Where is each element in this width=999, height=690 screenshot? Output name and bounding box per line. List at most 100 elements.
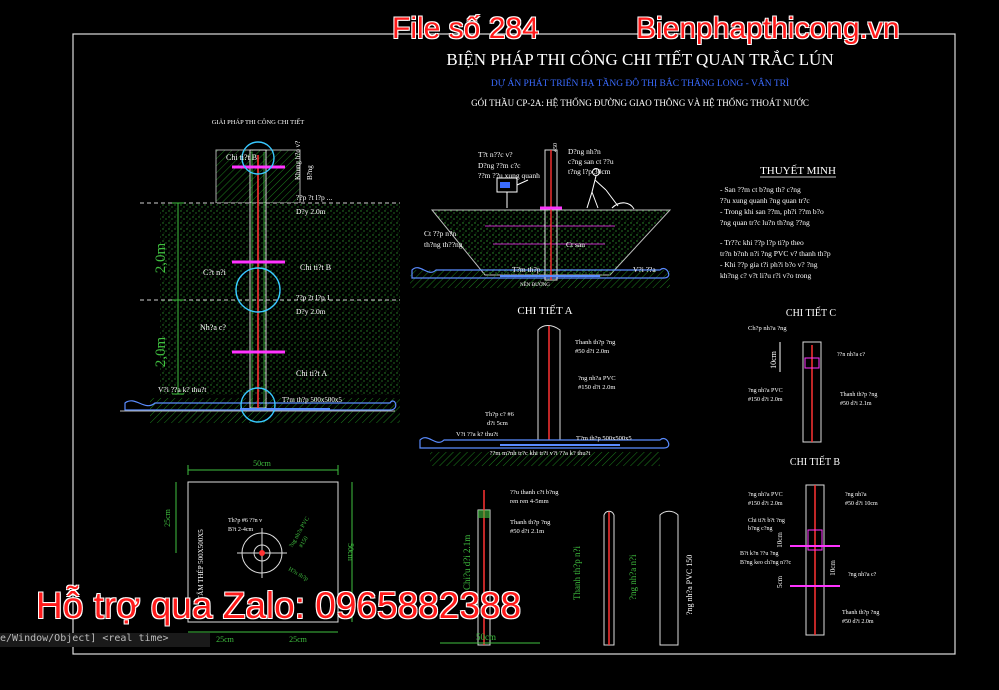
notes-line-2: - Trong khi san ??m, ph?i ??m b?o	[720, 207, 824, 216]
detail-a-label-4: #150 d?i 2.0m	[578, 384, 615, 391]
detail-a-label-8: T?m th?p 500x500x5	[576, 435, 632, 442]
worker-figure	[586, 168, 635, 210]
pipe-elevations: 50cm ??u thanh c?t b?ng ren ren 4-5mm Th…	[440, 489, 694, 646]
elev-label-chieu: Chi?u d?i 2.1m	[462, 535, 472, 590]
detail-a-marker	[240, 387, 276, 423]
elev-dim-bottom: 50cm	[476, 632, 496, 642]
label-tram-2: c?ng san ct ??u	[568, 157, 614, 166]
label-cap-noi: C?t n?i	[203, 268, 227, 277]
package-name: GÓI THẦU CP-2A: HỆ THỐNG ĐƯỜNG GIAO THÔN…	[471, 98, 809, 108]
detail-b-l3: Chi ti?t b?t ?ng	[748, 518, 785, 524]
label-vai-c: V?i ??a	[633, 265, 656, 274]
drawing-frame	[72, 33, 956, 655]
elev-label-ren-2: ren ren 4-5mm	[510, 498, 549, 505]
plate-label-thep: Th?p #6 ??n v	[228, 518, 262, 524]
detail-c-label-l2: #150 d?i 2.0m	[748, 397, 783, 403]
file-number-label: File số 284	[392, 12, 539, 45]
notes-line-1: ??u xung quanh ?ng quan tr?c	[720, 196, 810, 205]
elev-label-thanh: Thanh th?p ?ng	[510, 519, 551, 526]
detail-b-marker-mid	[235, 267, 281, 313]
detail-a-label-9: ??m m?nh tr?c khi tr?i v?i ??a k? thu?t	[490, 450, 591, 457]
detail-b-marker-top	[241, 141, 275, 175]
label-ct-fill-2: th?ng th??ng	[424, 240, 463, 249]
notes-line-0: - San ??m ct b?ng th? c?ng	[720, 185, 801, 194]
label-fill-mid-1: ??p ?t l?p 1	[296, 293, 331, 302]
label-tam-thep-c: T?m th?p	[512, 265, 541, 274]
detail-a-label-6: d?i 5cm	[487, 420, 508, 427]
center-top-section: T?t n??c v? D?ng ??m c?c ??m ??u xung qu…	[410, 143, 672, 288]
elev-label-v1: Thanh th?p n?i	[572, 546, 582, 600]
plate-dim-bot-l: 25cm	[216, 635, 235, 644]
detail-b: CHI TIẾT B ?ng nh?a PVC #150 d?i 2.0m ?n…	[740, 455, 879, 636]
cad-command-line[interactable]: e/Window/Object] <real time>	[0, 633, 210, 647]
detail-c-label-l: ?ng nh?a PVC	[748, 388, 783, 394]
detail-b-r4: Thanh th?p ?ng	[842, 610, 879, 616]
label-ct-3: ??m ??u xung quanh	[478, 171, 540, 180]
detail-c-label-r1: ??n nh?a c?	[837, 352, 865, 358]
zalo-support-label: Hỗ trợ qua Zalo: 0965882388	[36, 585, 522, 626]
detail-a: CHI TIẾT A Thanh th?p ?ng #50 d?i 2.0m ?…	[419, 304, 670, 466]
website-label[interactable]: Bienphapthicong.vn	[636, 12, 900, 45]
notes-line-7: - Khi ??p gia t?i ph?i b?o v? ?ng	[720, 260, 818, 269]
detail-c-label-top: Ch?p nh?a ?ng	[748, 325, 787, 332]
elev-label-v2: ?ng nh?a n?i	[628, 554, 638, 600]
plate-label: TẤM THÉP 500X500X5	[197, 529, 205, 600]
label-bang: B?ng	[306, 165, 314, 180]
label-ct-fill-1: Ct ??p n?n	[424, 229, 456, 238]
label-detail-b-mid: Chi ti?t B	[300, 263, 331, 272]
dim-450: 450	[553, 143, 559, 152]
plate-label-han: H?n th?p	[287, 567, 309, 583]
elev-label-ren: ??u thanh c?t b?ng	[510, 489, 559, 496]
detail-b-r3: ?ng nh?a c?	[848, 572, 877, 578]
detail-b-l4: b?ng c?ng	[748, 526, 773, 532]
label-nhua: Nh?a c?	[200, 323, 226, 332]
detail-a-label-7: V?i ??a k? thu?t	[456, 431, 498, 438]
elev-label-v3: ?ng nh?a PVC 150	[685, 555, 694, 615]
detail-a-label-5: Th?p c? #6	[485, 411, 515, 418]
left-section-title: GIẢI PHÁP THI CÔNG CHI TIẾT	[212, 118, 305, 126]
label-detail-b-top: Chi ti?t B	[226, 153, 257, 162]
detail-a-label-3: ?ng nh?a PVC	[578, 375, 616, 382]
label-ct-1: T?t n??c v?	[478, 150, 513, 159]
detail-c-label-r3: #50 d?i 2.1m	[840, 401, 872, 407]
notes-line-8: kh?ng c? v?t li?u r?i v?o trong	[720, 271, 811, 280]
plate-dim-right: 50cm	[346, 543, 355, 562]
label-tram-1: D?ng nh?n	[568, 147, 601, 156]
label-fill-top-1: ??p ?t l?p ...	[296, 193, 332, 202]
detail-c-label-r2: Thanh th?p ?ng	[840, 392, 877, 398]
steel-plate	[187, 481, 339, 623]
plate-plan: 50cm 25cm 50cm 25cm 25cm TẤM THÉP 500X50…	[163, 459, 355, 644]
notes-line-5: - Tr??c khi ??p l?p ti?p theo	[720, 238, 804, 247]
label-fill-top-2: D?y 2.0m	[296, 207, 326, 216]
left-section-elevation: GIẢI PHÁP THI CÔNG CHI TIẾT 2,0m 2,0m Ch…	[120, 118, 400, 423]
detail-b-dim-1: 10cm	[776, 532, 784, 548]
detail-c: CHI TIẾT C Ch?p nh?a ?ng 10cm ??n nh?a c…	[748, 306, 877, 443]
label-nen-duong: NỀN ĐƯỜNG	[520, 282, 550, 288]
label-fill-mid-2: D?y 2.0m	[296, 307, 326, 316]
detail-a-title: CHI TIẾT A	[517, 304, 572, 317]
detail-c-dim: 10cm	[769, 350, 778, 369]
detail-a-label-2: #50 d?i 2.0m	[575, 348, 609, 355]
dim-lower: 2,0m	[153, 336, 169, 367]
label-tram-3: t?ng l?p 30cm	[568, 167, 611, 176]
plate-dim-bot-r: 25cm	[289, 635, 308, 644]
plate-dim-top: 50cm	[253, 459, 272, 468]
label-detail-a: Chi ti?t A	[296, 369, 327, 378]
plate-label-ong-2: #150	[299, 536, 310, 549]
explanation-notes: THUYẾT MINH - San ??m ct b?ng th? c?ng ?…	[720, 164, 836, 280]
detail-a-label-1: Thanh th?p ?ng	[575, 339, 616, 346]
dim-upper: 2,0m	[153, 242, 169, 273]
label-khung: Khung b?o v?	[294, 141, 302, 180]
detail-b-l5: B?t k?n ??u ?ng	[740, 551, 778, 557]
detail-b-l2: #150 d?i 2.0m	[748, 501, 783, 507]
detail-b-dim-2: 10cm	[829, 560, 837, 576]
detail-c-title: CHI TIẾT C	[786, 306, 837, 319]
notes-title: THUYẾT MINH	[760, 164, 836, 177]
plate-label-thep-2: B?t 2-4cm	[228, 527, 253, 533]
elev-label-thanh-2: #50 d?i 2.1m	[510, 528, 544, 535]
project-name: DỰ ÁN PHÁT TRIỂN HẠ TẦNG ĐÔ THỊ BẮC THĂN…	[491, 76, 789, 89]
label-ct-san: Ct san	[566, 240, 585, 249]
detail-b-l6: B?ng keo ch?ng n??c	[740, 560, 791, 566]
